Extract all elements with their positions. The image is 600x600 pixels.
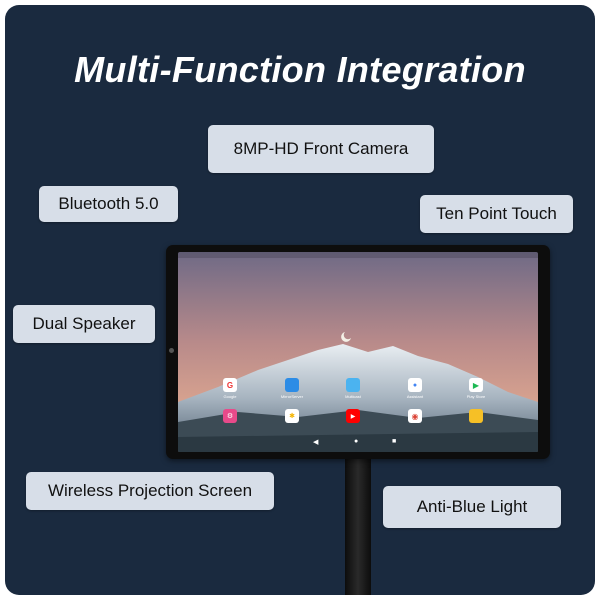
back-icon[interactable]: ◀ [313,439,319,446]
tablet-stand [345,453,371,595]
feature-tag-touch: Ten Point Touch [420,195,573,233]
files-app-icon[interactable] [469,409,483,423]
feature-tag-antiblue: Anti-Blue Light [383,486,561,528]
app-label-assistant: Assistant [406,394,424,399]
play-store-icon[interactable]: ▶ [469,378,483,392]
mirror-app-icon[interactable] [285,378,299,392]
multicast-app-icon[interactable] [346,378,360,392]
feature-card: Multi-Function Integration 8MP-HD Front … [5,5,595,595]
google-app-icon[interactable]: G [223,378,237,392]
youtube-app-icon[interactable]: ▶ [346,409,360,423]
home-icon[interactable]: ● [354,438,359,445]
chrome-app-icon[interactable]: ◉ [408,409,422,423]
feature-tag-bluetooth: Bluetooth 5.0 [39,186,178,222]
camera-icon [169,348,174,353]
tablet-device: G Google MirrorServer Multicast ● Assist… [166,245,550,459]
feature-tag-camera: 8MP-HD Front Camera [208,125,434,173]
tablet-screen[interactable]: G Google MirrorServer Multicast ● Assist… [178,252,538,452]
assistant-app-icon[interactable]: ● [408,378,422,392]
recents-icon[interactable]: ■ [392,438,397,445]
app-label-playstore: Play Store [466,394,486,399]
app-label-multicast: Multicast [345,394,361,399]
wallpaper [178,252,538,452]
app-label-google: Google [223,394,237,399]
moon-icon [341,332,351,342]
photos-app-icon[interactable]: ✱ [285,409,299,423]
feature-tag-projection: Wireless Projection Screen [26,472,274,510]
app-label-mirror: MirrorServer [280,394,304,399]
feature-tag-speaker: Dual Speaker [13,305,155,343]
settings-app-icon[interactable]: ⚙ [223,409,237,423]
page-title: Multi-Function Integration [74,49,526,90]
